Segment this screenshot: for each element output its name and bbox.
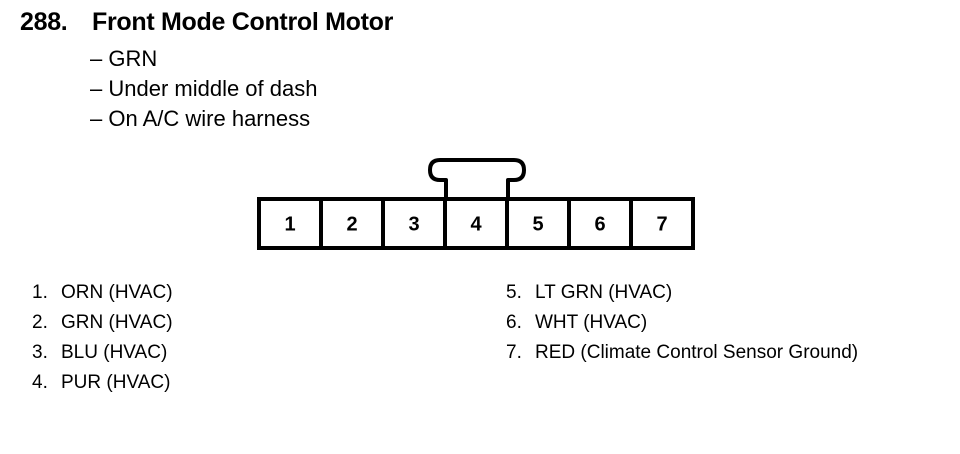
pin-legend-left: 1.ORN (HVAC) 2.GRN (HVAC) 3.BLU (HVAC) 4… [32, 278, 173, 398]
pin-box [505, 197, 571, 250]
connector-latch [428, 158, 526, 199]
item-number: 288. [20, 8, 68, 36]
pin-cell-1: 1 [257, 197, 323, 250]
pin-box [567, 197, 633, 250]
pin-label: 2 [346, 214, 357, 236]
pin-label: 3 [408, 214, 419, 236]
location-details: GRN Under middle of dash On A/C wire har… [90, 44, 317, 134]
pin-cell-6: 6 [567, 197, 633, 250]
legend-item: 2.GRN (HVAC) [32, 312, 173, 333]
connector-pins: 1 2 3 4 5 6 7 [257, 197, 695, 250]
legend-item: 3.BLU (HVAC) [32, 342, 168, 363]
title-text: Front Mode Control Motor [92, 8, 394, 36]
detail-location: Under middle of dash [90, 74, 317, 104]
pin-label: 4 [470, 214, 482, 236]
pin-box [629, 197, 695, 250]
legend-item: 4.PUR (HVAC) [32, 372, 171, 393]
detail-harness: On A/C wire harness [90, 104, 317, 134]
pin-cell-3: 3 [381, 197, 447, 250]
pin-label: 7 [656, 214, 667, 236]
pin-cell-4: 4 [443, 197, 509, 250]
pin-cell-5: 5 [505, 197, 571, 250]
pin-label: 1 [284, 214, 295, 236]
legend-item: 5.LT GRN (HVAC) [506, 282, 673, 303]
legend-item: 7.RED (Climate Control Sensor Ground) [506, 342, 859, 363]
pin-cell-2: 2 [319, 197, 385, 250]
pin-label: 6 [594, 214, 605, 236]
page-title: 288. Front Mode Control Motor [20, 8, 393, 37]
pin-cell-7: 7 [629, 197, 695, 250]
pin-legend-right: 5.LT GRN (HVAC) 6.WHT (HVAC) 7.RED (Clim… [506, 278, 858, 368]
pin-label: 5 [532, 214, 543, 236]
legend-item: 1.ORN (HVAC) [32, 282, 173, 303]
detail-color: GRN [90, 44, 317, 74]
legend-item: 6.WHT (HVAC) [506, 312, 648, 333]
